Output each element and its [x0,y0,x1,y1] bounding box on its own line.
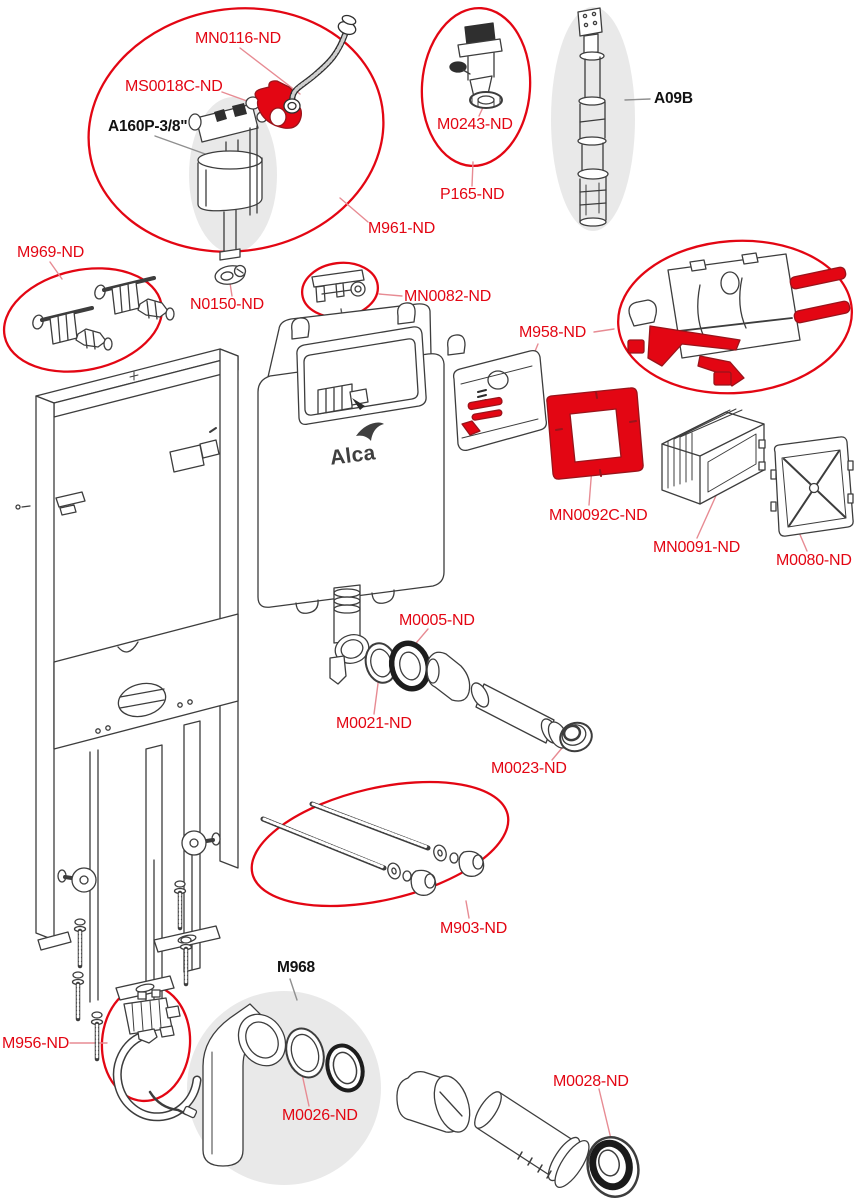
m0080-cover-drawing [770,436,854,537]
mounting-frame-drawing [15,348,239,1059]
mn0082-bracket-drawing [311,269,366,303]
n0150-part-drawing [214,264,247,285]
part-label-p165-nd: P165-ND [440,186,505,203]
part-label-m903-nd: M903-ND [440,920,508,937]
part-label-m956-nd: M956-ND [2,1035,70,1052]
cistern-drawing [257,302,466,685]
m956-clamp-drawing [112,989,202,1122]
part-label-m0080-nd: M0080-ND [776,552,852,569]
part-label-m0023-nd: M0023-ND [491,760,567,777]
part-label-a09b: A09B [654,90,693,107]
alca-logo-swoosh [356,422,384,441]
a09b-pipe-drawing [577,7,609,227]
part-label-mn0091-nd: MN0091-ND [653,539,741,556]
part-label-a160p: A160P-3/8" [108,118,188,135]
part-label-mn0092c-nd: MN0092C-ND [549,507,648,524]
part-label-m0005-nd: M0005-ND [399,612,475,629]
m968-elbow-drawing [202,1003,365,1167]
part-label-m0243-nd: M0243-ND [437,116,513,133]
part-label-ms0018c-nd: MS0018C-ND [125,78,223,95]
part-label-m958-nd: M958-ND [519,324,587,341]
leader-lines [49,47,808,1140]
m969-anchor-parts-drawing [32,276,175,351]
part-label-m0026-nd: M0026-ND [282,1107,358,1124]
part-label-m0028-nd: M0028-ND [553,1073,629,1090]
mn0091-box-drawing [661,408,766,505]
part-label-m969-nd: M969-ND [17,244,85,261]
mn0092c-frame-drawing [546,387,644,480]
part-label-n0150-nd: N0150-ND [190,296,264,313]
part-label-mn0082-nd: MN0082-ND [404,288,492,305]
m903-rods-drawing [260,801,485,896]
part-label-m968: M968 [277,959,315,976]
part-label-mn0116-nd: MN0116-ND [195,30,281,47]
m958-mechanism-detail-drawing [627,252,851,387]
flush-pipe-parts-drawing [364,640,593,753]
outlet-pipe-parts-drawing [396,1070,640,1198]
part-label-m961-nd: M961-ND [368,220,436,237]
p165-valve-drawing [449,22,503,109]
m958-plate-drawing [452,349,548,452]
inlet-valve-drawing [188,96,268,261]
mn0116-hose-drawing [283,14,357,114]
part-label-m0021-nd: M0021-ND [336,715,412,732]
